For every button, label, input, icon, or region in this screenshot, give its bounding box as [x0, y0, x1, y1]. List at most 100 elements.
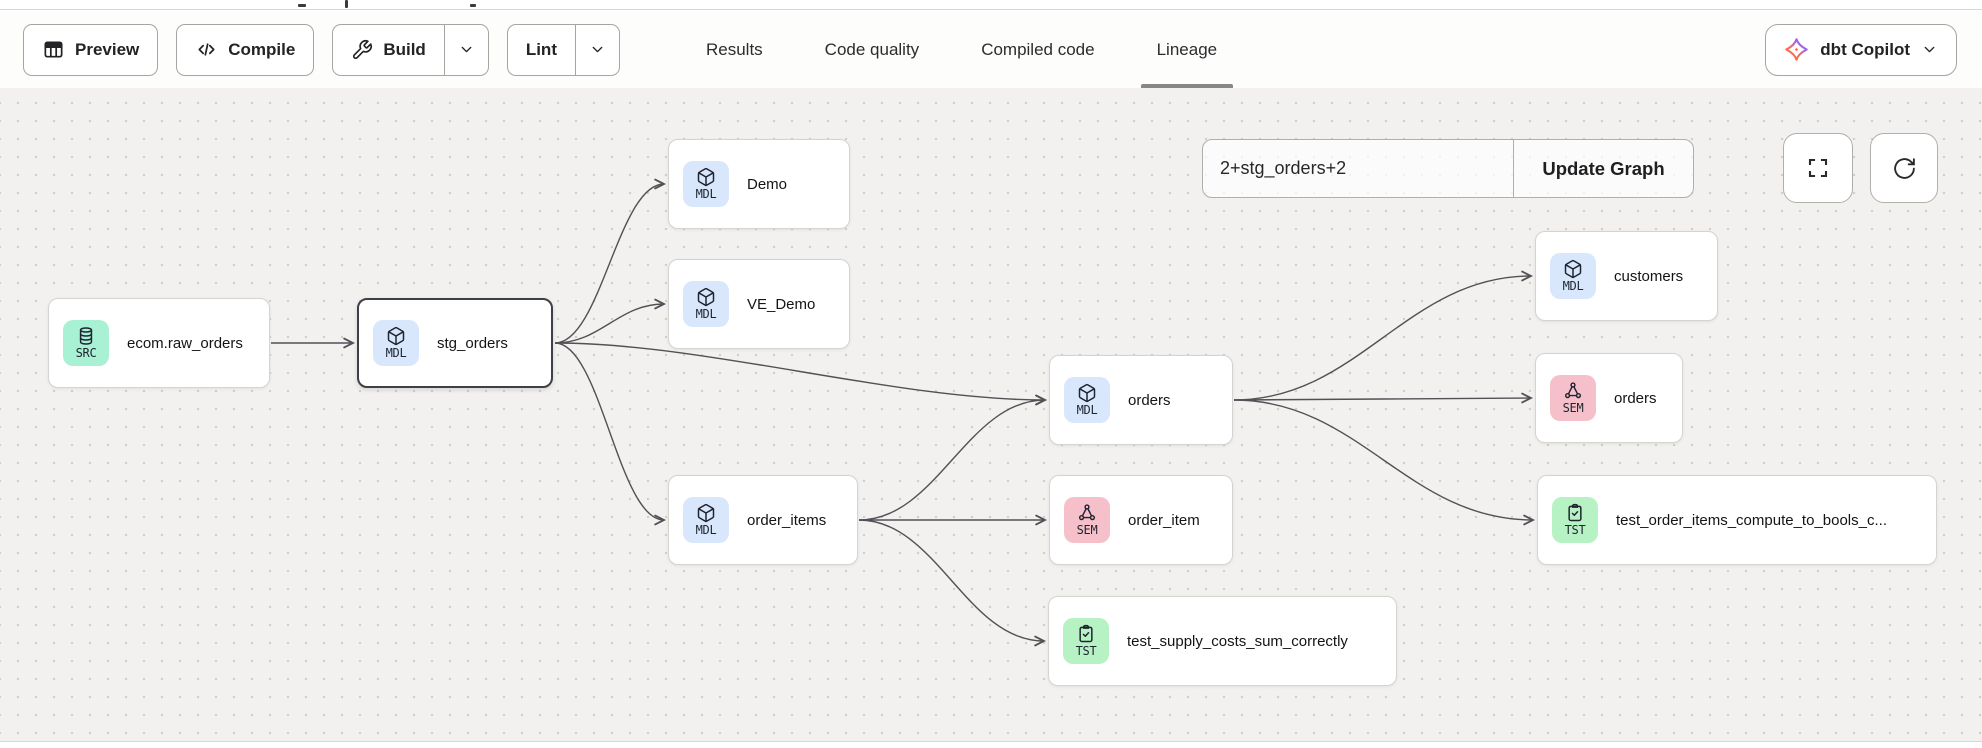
node-type-badge: MDL [683, 281, 729, 327]
lineage-selector-box: Update Graph [1202, 139, 1694, 198]
lint-dropdown-toggle[interactable] [574, 24, 619, 75]
node-label: test_order_items_compute_to_bools_c... [1616, 511, 1887, 529]
edge-orders_mdl-to-test_order_items [1233, 399, 1533, 520]
box-icon [696, 503, 716, 523]
node-type-label: SEM [1076, 523, 1098, 537]
node-type-label: MDL [1562, 279, 1584, 293]
edge-stg_orders-to-ve_demo [554, 304, 664, 344]
editor-cursor-fragment [345, 0, 348, 8]
node-type-label: SEM [1562, 401, 1584, 415]
build-button[interactable]: Build [332, 23, 489, 76]
compile-button[interactable]: Compile [176, 23, 315, 76]
node-type-label: TST [1564, 523, 1586, 537]
node-type-label: MDL [1076, 403, 1098, 417]
table-icon [42, 38, 65, 61]
lineage-selector-input[interactable] [1203, 140, 1513, 197]
edge-orders_mdl-to-orders_sem [1233, 398, 1531, 400]
node-label: ecom.raw_orders [127, 334, 243, 352]
tab-code-quality[interactable]: Code quality [824, 39, 920, 59]
build-button-label: Build [383, 39, 426, 59]
network-icon [1077, 503, 1097, 523]
tab-lineage[interactable]: Lineage [1140, 11, 1233, 88]
graph-node-order_item_sem[interactable]: SEM order_item [1049, 475, 1233, 565]
toolbar-button-group: Preview Compile Build Lint [0, 23, 620, 76]
node-type-badge: TST [1552, 497, 1598, 543]
node-type-label: MDL [695, 187, 717, 201]
graph-node-order_items[interactable]: MDL order_items [668, 475, 858, 565]
preview-button[interactable]: Preview [23, 23, 159, 76]
graph-node-test_order_items[interactable]: TST test_order_items_compute_to_bools_c.… [1537, 475, 1937, 565]
node-type-label: MDL [695, 523, 717, 537]
build-dropdown-toggle[interactable] [443, 24, 488, 75]
toolbar: Preview Compile Build Lint [0, 11, 1982, 88]
node-label: order_item [1128, 511, 1200, 529]
box-icon [696, 287, 716, 307]
node-type-badge: MDL [1064, 377, 1110, 423]
node-type-badge: SEM [1550, 375, 1596, 421]
compile-button-label: Compile [228, 39, 296, 59]
node-type-badge: MDL [373, 320, 419, 366]
graph-node-ve_demo[interactable]: MDL VE_Demo [668, 259, 850, 349]
node-type-badge: MDL [683, 161, 729, 207]
node-label: Demo [747, 175, 788, 193]
refresh-graph-button[interactable] [1870, 133, 1938, 203]
clipboard-check-icon [1076, 624, 1096, 644]
lint-button-main[interactable]: Lint [508, 25, 575, 75]
refresh-icon [1892, 156, 1917, 181]
editor-text-fragment [470, 4, 476, 7]
edge-stg_orders-to-order_items [554, 342, 664, 520]
network-icon [1563, 381, 1583, 401]
node-label: VE_Demo [747, 295, 816, 313]
node-label: stg_orders [437, 334, 508, 352]
node-label: order_items [747, 511, 827, 529]
edge-stg_orders-to-demo [554, 184, 664, 344]
build-button-main[interactable]: Build [333, 25, 444, 75]
box-icon [696, 167, 716, 187]
dbt-copilot-label: dbt Copilot [1820, 39, 1910, 59]
bottom-strip [0, 743, 1982, 748]
node-type-badge: MDL [1550, 253, 1596, 299]
dbt-logo-icon [1784, 37, 1809, 62]
graph-node-orders_sem[interactable]: SEM orders [1535, 353, 1683, 443]
node-type-label: MDL [385, 346, 407, 360]
clipboard-check-icon [1565, 503, 1585, 523]
graph-node-stg_orders[interactable]: MDL stg_orders [357, 298, 553, 388]
edge-stg_orders-to-orders_mdl [554, 342, 1045, 400]
lint-button[interactable]: Lint [506, 23, 620, 76]
selector-divider [1513, 140, 1514, 197]
node-type-badge: SRC [63, 320, 109, 366]
tab-compiled-code[interactable]: Compiled code [981, 39, 1095, 59]
wrench-icon [351, 39, 373, 61]
graph-node-test_supply[interactable]: TST test_supply_costs_sum_correctly [1048, 596, 1397, 686]
dbt-copilot-button[interactable]: dbt Copilot [1765, 23, 1957, 76]
lineage-canvas[interactable]: SRC ecom.raw_orders MDL stg_orders MDL D… [0, 88, 1982, 742]
tab-results[interactable]: Results [705, 39, 763, 59]
edge-orders_mdl-to-customers [1233, 276, 1531, 401]
edge-order_items-to-test_supply [858, 519, 1044, 641]
editor-bottom-strip [0, 0, 1982, 10]
database-icon [76, 326, 96, 346]
lint-button-label: Lint [525, 39, 557, 59]
node-type-label: MDL [695, 307, 717, 321]
code-icon [195, 38, 218, 61]
node-type-badge: TST [1063, 618, 1109, 664]
editor-text-fragment [298, 4, 306, 7]
graph-node-orders_mdl[interactable]: MDL orders [1049, 355, 1233, 445]
maximize-icon [1806, 156, 1830, 180]
node-type-label: TST [1075, 644, 1097, 658]
fullscreen-button[interactable] [1783, 133, 1853, 203]
node-type-badge: MDL [683, 497, 729, 543]
result-tabs: Results Code quality Compiled code Linea… [704, 11, 1233, 88]
edge-order_items-to-orders_mdl [858, 400, 1045, 521]
graph-node-customers[interactable]: MDL customers [1535, 231, 1718, 321]
box-icon [1563, 259, 1583, 279]
update-graph-button[interactable]: Update Graph [1542, 157, 1665, 179]
chevron-down-icon [1921, 41, 1938, 58]
graph-node-ecom_raw_orders[interactable]: SRC ecom.raw_orders [48, 298, 270, 388]
graph-node-demo[interactable]: MDL Demo [668, 139, 850, 229]
box-icon [386, 326, 406, 346]
node-type-badge: SEM [1064, 497, 1110, 543]
chevron-down-icon [589, 41, 606, 58]
node-label: test_supply_costs_sum_correctly [1127, 632, 1348, 650]
node-label: orders [1614, 389, 1657, 407]
